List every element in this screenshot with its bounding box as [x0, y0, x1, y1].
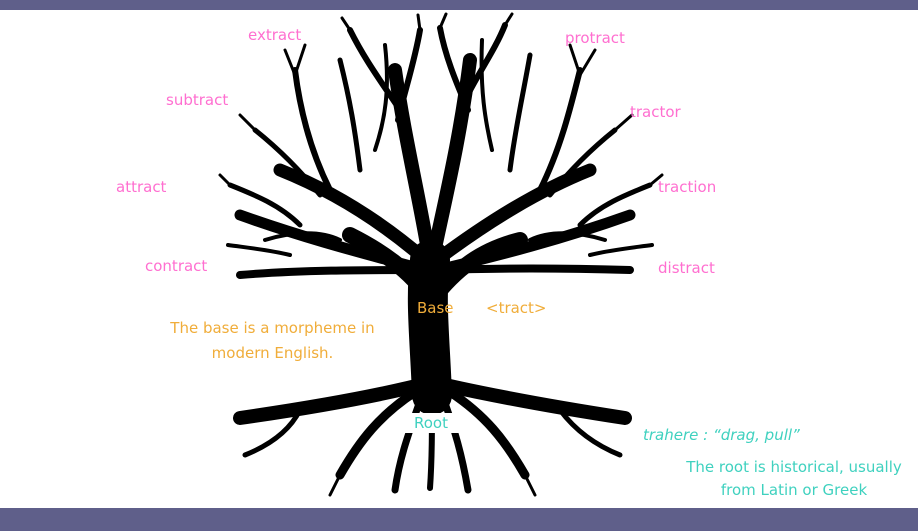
root-note-line1: The root is historical, usually — [686, 458, 902, 476]
root-note: The root is historical, usually from Lat… — [674, 456, 914, 502]
base-note: The base is a morpheme in modern English… — [150, 316, 395, 366]
derived-word-extract: extract — [248, 26, 302, 44]
derived-word-traction: traction — [658, 178, 717, 196]
derived-word-protract: protract — [565, 29, 625, 47]
base-label: Base — [417, 299, 454, 317]
base-note-line1: The base is a morpheme in — [170, 319, 375, 337]
derived-word-distract: distract — [658, 259, 715, 277]
derived-word-contract: contract — [145, 257, 208, 275]
derived-word-tractor: tractor — [630, 103, 681, 121]
root-label: Root — [402, 413, 460, 433]
derived-word-attract: attract — [116, 178, 167, 196]
root-etymon: trahere : “drag, pull” — [643, 426, 800, 444]
root-note-line2: from Latin or Greek — [720, 481, 868, 499]
base-morpheme: <tract> — [486, 299, 547, 317]
top-frame-bar — [0, 0, 918, 10]
derived-word-subtract: subtract — [166, 91, 229, 109]
bottom-frame-bar — [0, 508, 918, 531]
base-note-line2: modern English. — [211, 344, 334, 362]
